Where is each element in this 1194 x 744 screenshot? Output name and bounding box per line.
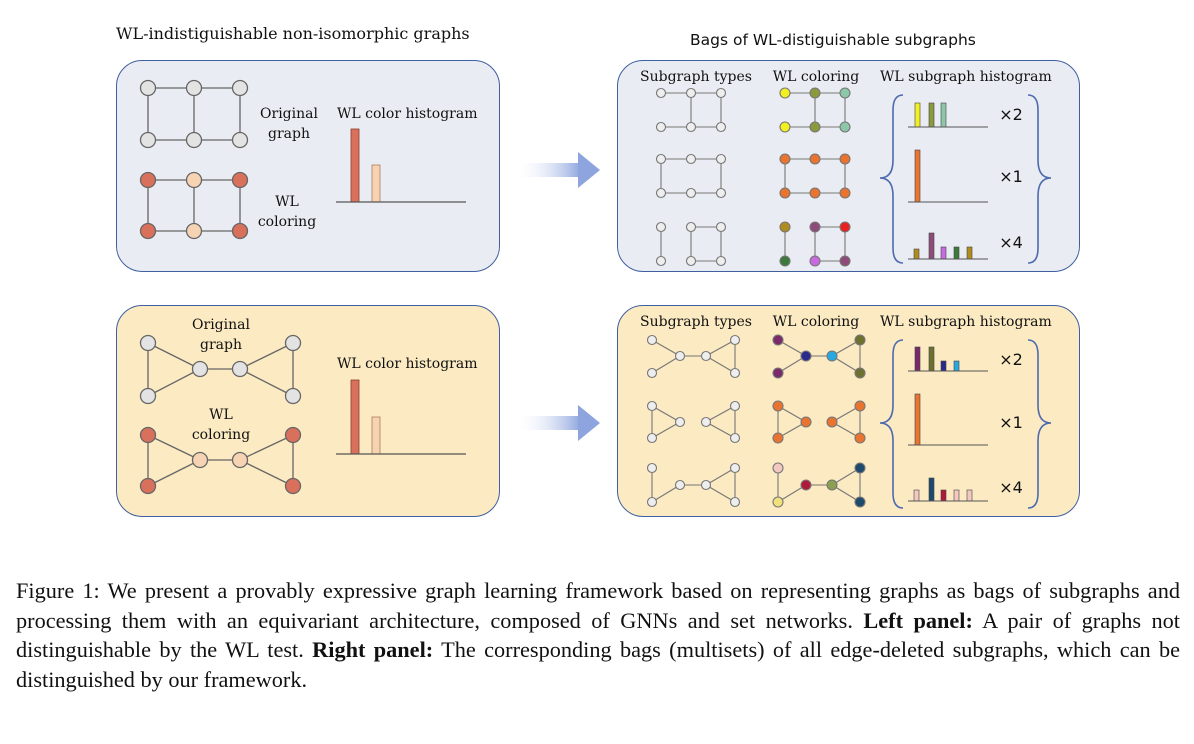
caption-right-label: Right panel: (312, 637, 434, 662)
bottom-original-graph (139, 334, 302, 405)
top-left-panel (116, 60, 500, 272)
bottom-col-subgraph-types: Subgraph types (640, 314, 752, 330)
bottom-histogram-label: WL color histogram (337, 356, 478, 372)
top-wl-colorings (779, 87, 851, 267)
bottom-right-panel (617, 305, 1080, 517)
top-histogram-label: WL color histogram (337, 106, 478, 122)
caption-left-label: Left panel: (863, 607, 973, 633)
bottom-braces (879, 339, 1052, 509)
top-subgraph-histograms (908, 102, 988, 260)
top-original-graph (139, 79, 249, 149)
bottom-wl-colorings (772, 334, 866, 508)
top-braces (879, 94, 1052, 264)
bottom-count-1: ×2 (999, 350, 1023, 369)
figure-caption: Figure 1: We present a provably expressi… (16, 576, 1180, 694)
top-col-subgraph-types: Subgraph types (640, 69, 752, 85)
bottom-wl-colored-graph (139, 426, 302, 495)
bottom-subgraph-histograms (908, 346, 988, 502)
right-figure-title: Bags of WL-distiguishable subgraphs (690, 31, 976, 49)
top-wl-colored-graph (139, 171, 249, 240)
arrow-top (515, 152, 600, 188)
top-count-3: ×4 (999, 233, 1023, 252)
bottom-count-2: ×1 (999, 413, 1023, 432)
left-figure-title: WL-indistiguishable non-isomorphic graph… (116, 24, 470, 43)
caption-right-text: The corresponding bags (multisets) of al… (16, 637, 1181, 692)
top-subgraph-types (655, 87, 727, 267)
top-count-2: ×1 (999, 167, 1023, 186)
top-count-1: ×2 (999, 105, 1023, 124)
top-col-wl-coloring: WL coloring (772, 69, 860, 85)
arrow-bottom (515, 405, 600, 441)
caption-left-text: A pair of graphs not distinguishable by … (16, 607, 1181, 663)
top-wl-color-histogram (336, 128, 466, 203)
bottom-left-panel (116, 305, 500, 517)
bottom-wl-color-histogram (336, 379, 466, 455)
bottom-count-3: ×4 (999, 478, 1023, 497)
bottom-col-wl-coloring: WL coloring (772, 314, 860, 330)
top-col-subgraph-histogram: WL subgraph histogram (880, 69, 1052, 85)
bottom-col-subgraph-histogram: WL subgraph histogram (880, 314, 1052, 330)
figure-graphics (139, 79, 1052, 509)
bottom-subgraph-types (646, 334, 741, 508)
caption-intro: Figure 1: We present a provably expressi… (16, 578, 1180, 633)
